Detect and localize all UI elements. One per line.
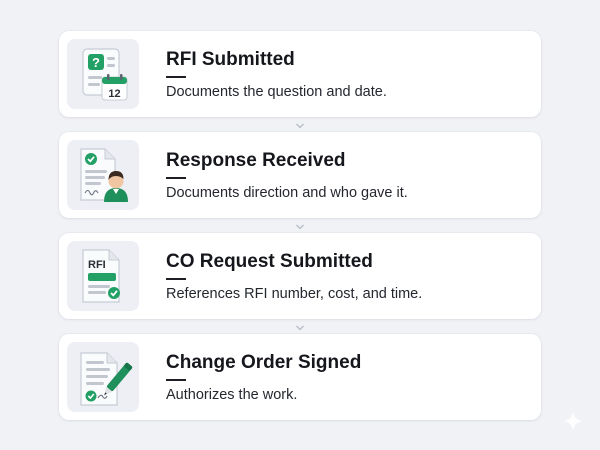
rfi-document-icon: RFI xyxy=(67,241,139,311)
step-card-change-order-signed: Change Order Signed Authorizes the work. xyxy=(59,334,541,420)
title-underline xyxy=(166,76,186,78)
chevron-down-icon xyxy=(296,224,304,230)
title-underline xyxy=(166,379,186,381)
calendar-day-label: 12 xyxy=(108,88,120,100)
svg-text:?: ? xyxy=(92,55,100,70)
step-card-co-request-submitted: RFI CO Request Submitted References RFI … xyxy=(59,233,541,319)
sparkle-icon xyxy=(563,411,583,431)
step-title: Change Order Signed xyxy=(166,352,362,373)
step-title: RFI Submitted xyxy=(166,49,295,70)
step-description: Authorizes the work. xyxy=(166,387,298,403)
step-description: Documents direction and who gave it. xyxy=(166,185,408,201)
document-person-icon xyxy=(67,140,139,210)
chevron-down-icon xyxy=(296,325,304,331)
step-card-rfi-submitted: ? 12 RFI Submitted Documents the questio… xyxy=(59,31,541,117)
chevron-down-icon xyxy=(296,123,304,129)
step-title: CO Request Submitted xyxy=(166,251,373,272)
step-card-response-received: Response Received Documents direction an… xyxy=(59,132,541,218)
question-calendar-icon: ? 12 xyxy=(67,39,139,109)
document-pen-icon xyxy=(67,342,139,412)
title-underline xyxy=(166,177,186,179)
step-description: Documents the question and date. xyxy=(166,84,387,100)
step-description: References RFI number, cost, and time. xyxy=(166,286,423,302)
rfi-doc-label: RFI xyxy=(88,259,106,271)
title-underline xyxy=(166,278,186,280)
step-title: Response Received xyxy=(166,150,346,171)
